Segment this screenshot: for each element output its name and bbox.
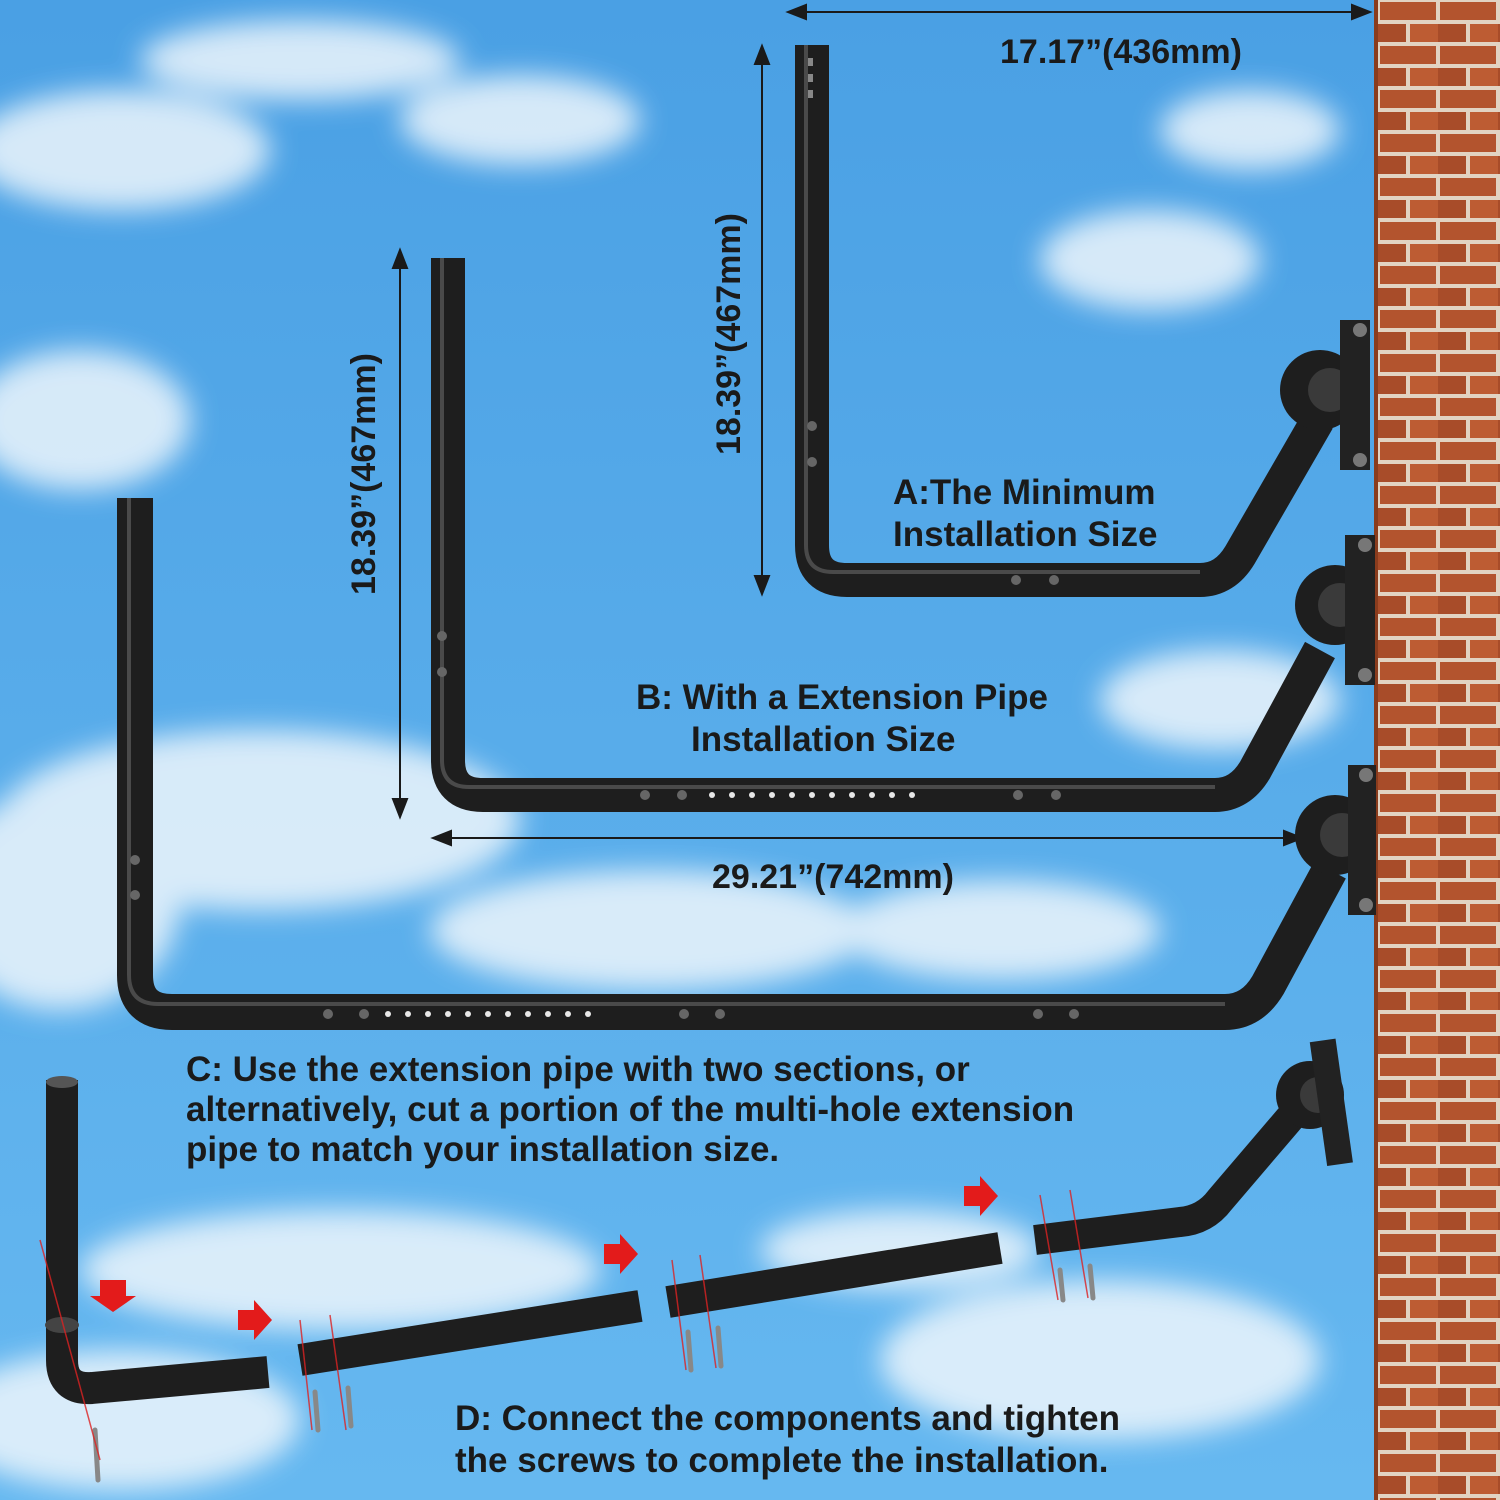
brick-wall — [1376, 0, 1500, 1500]
width-dimension-top: 17.17”(436mm) — [1000, 33, 1242, 71]
exploded-assembly — [39, 1038, 1353, 1483]
arrow-right-icon — [238, 1300, 272, 1340]
wall-mount-b — [1295, 535, 1375, 685]
caption-d-line-2: the screws to complete the installation. — [455, 1441, 1109, 1480]
caption-a-line-2: Installation Size — [893, 515, 1158, 554]
bracket-b — [431, 258, 1335, 812]
red-arrows — [90, 1176, 998, 1340]
caption-c: C: Use the extension pipe with two secti… — [186, 1050, 1074, 1170]
arrow-right-icon — [964, 1176, 998, 1216]
caption-b: B: With a Extension Pipe Installation Si… — [636, 677, 1048, 761]
bracket-a — [795, 45, 1333, 597]
arrow-down-icon — [90, 1280, 136, 1312]
dimension-lines — [391, 3, 1373, 847]
wall-mount-c — [1295, 765, 1376, 915]
caption-d-line-1: D: Connect the components and tighten — [455, 1399, 1120, 1438]
bracket-c — [117, 498, 1346, 1030]
caption-a: A:The Minimum Installation Size — [893, 472, 1158, 556]
height-dimension-a: 18.39”(467mm) — [710, 213, 748, 455]
width-dimension-bottom: 29.21”(742mm) — [712, 858, 954, 896]
caption-d: D: Connect the components and tighten th… — [455, 1398, 1120, 1482]
caption-c-line-3: pipe to match your installation size. — [186, 1130, 780, 1169]
height-dimension-b: 18.39”(467mm) — [345, 353, 383, 595]
caption-a-line-1: A:The Minimum — [893, 473, 1156, 512]
caption-b-line-2: Installation Size — [691, 720, 956, 759]
arrow-right-icon — [604, 1234, 638, 1274]
caption-c-line-1: C: Use the extension pipe with two secti… — [186, 1050, 970, 1089]
wall-mount-a — [1280, 320, 1370, 470]
caption-b-line-1: B: With a Extension Pipe — [636, 678, 1048, 717]
caption-c-line-2: alternatively, cut a portion of the mult… — [186, 1090, 1075, 1129]
